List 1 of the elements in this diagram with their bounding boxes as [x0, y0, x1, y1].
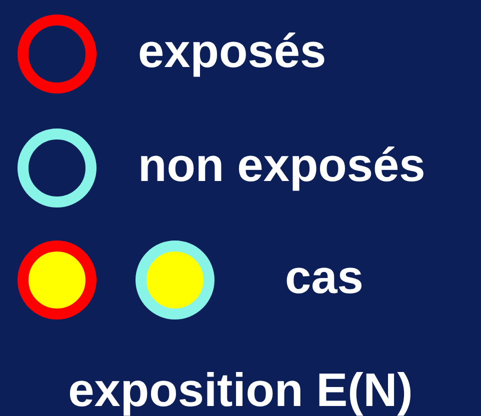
legend-label: cas	[285, 253, 364, 300]
